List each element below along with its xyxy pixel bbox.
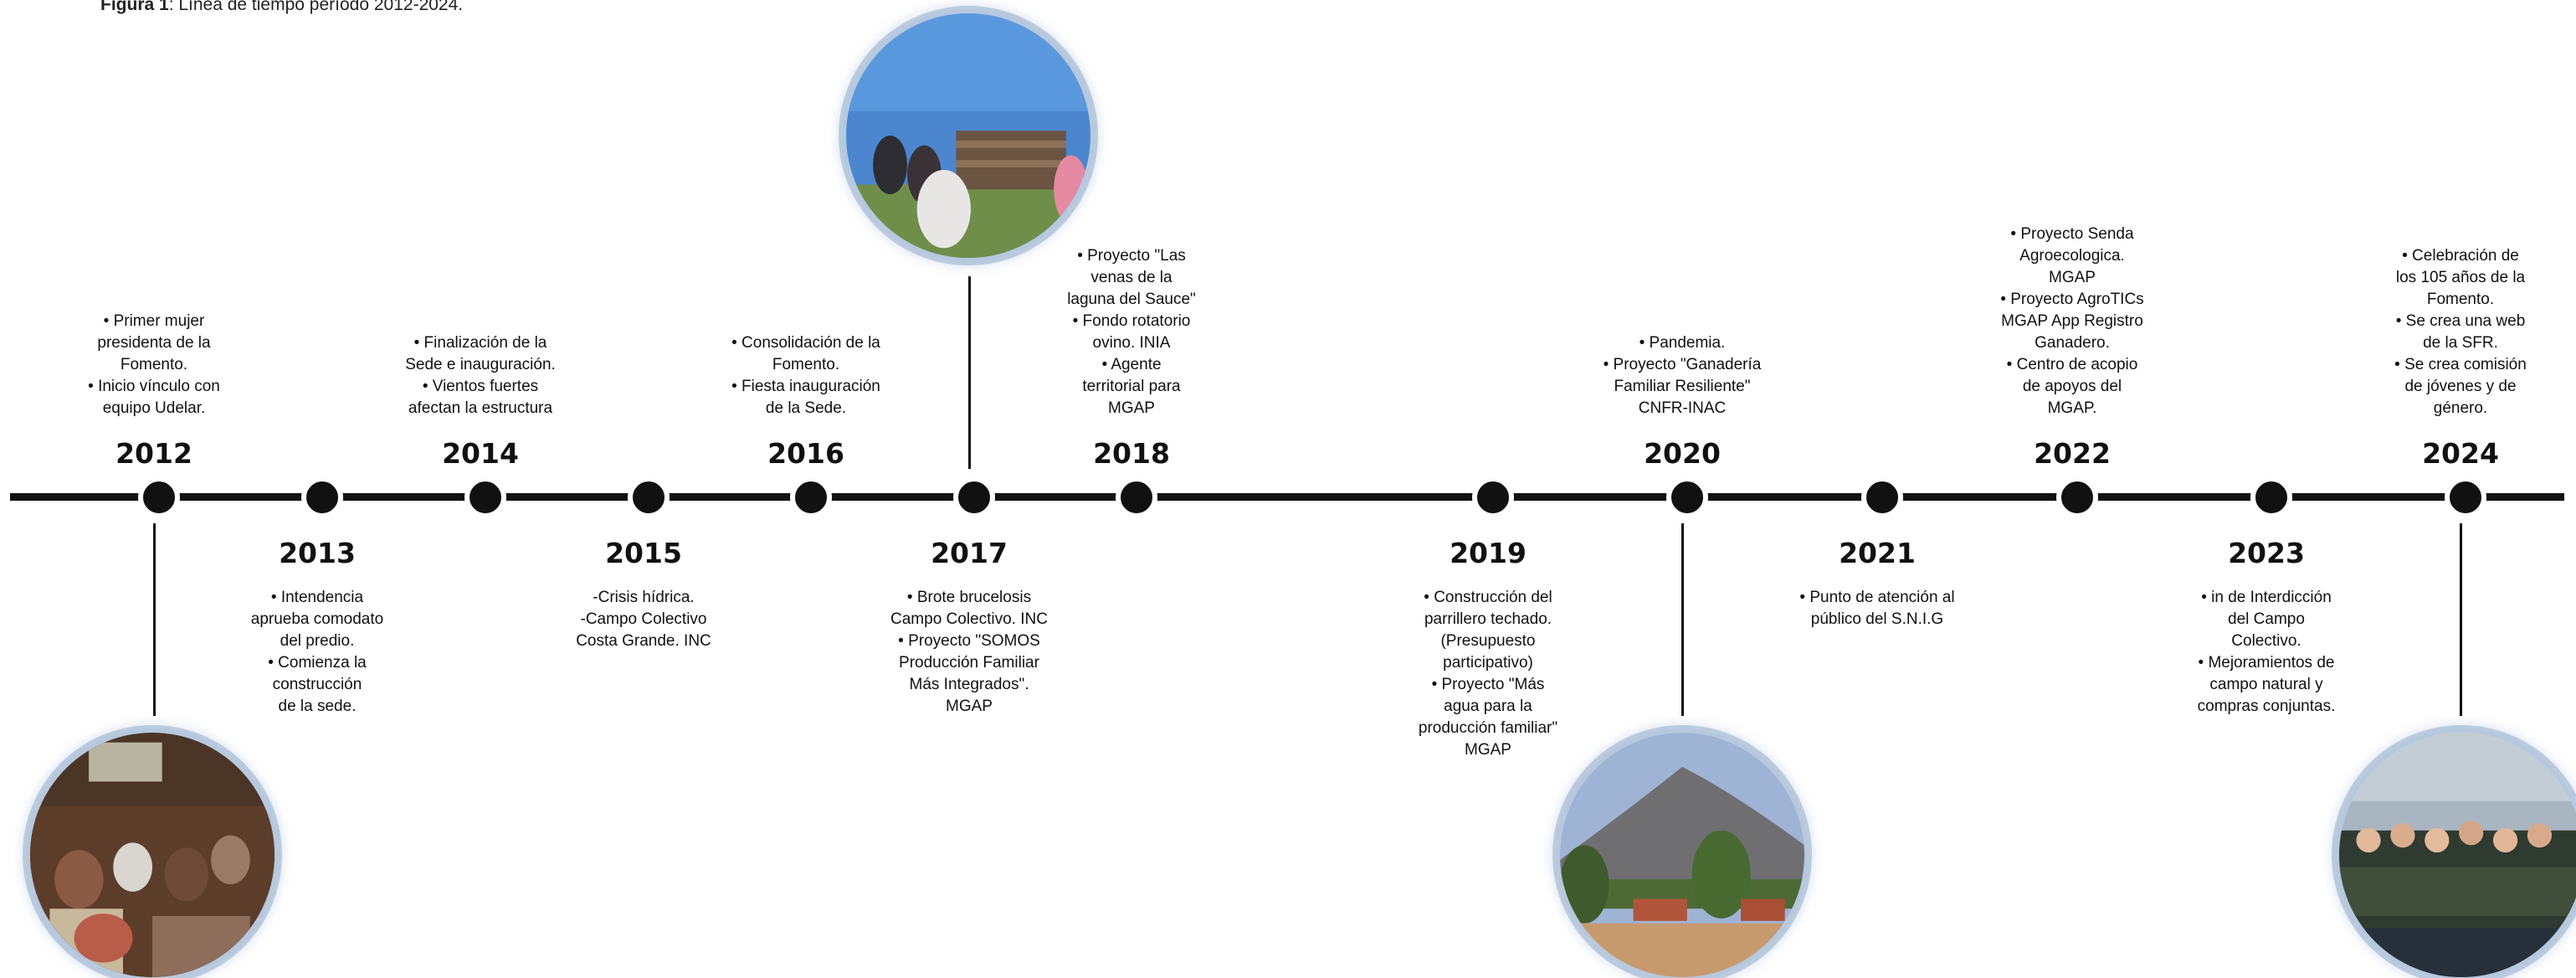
event-text-2012: • Primer mujer presidenta de la Fomento.… (88, 312, 220, 417)
year-label-2016: 2016 (767, 437, 844, 470)
year-label-2018: 2018 (1093, 437, 1170, 470)
year-label-2023: 2023 (2228, 537, 2305, 569)
connector-2020 (1681, 523, 1684, 716)
timeline-node-2023 (2250, 476, 2292, 518)
timeline-axis (10, 493, 2564, 501)
event-text-2016: • Consolidación de la Fomento. • Fiesta … (731, 334, 880, 417)
year-label-2021: 2021 (1839, 537, 1916, 569)
figure-label: Figura 1 (100, 0, 169, 14)
timeline-node-2019 (1472, 476, 1514, 518)
timeline-node-2015 (628, 476, 670, 518)
year-label-2022: 2022 (2034, 437, 2111, 470)
event-text-2022: • Proyecto Senda Agroecologica. MGAP • P… (2000, 225, 2144, 417)
event-text-2017: • Brote brucelosis Campo Colectivo. INC … (890, 589, 1048, 715)
year-label-2017: 2017 (931, 537, 1008, 569)
year-label-2013: 2013 (279, 537, 356, 569)
photo-2020-hill (1560, 733, 1804, 977)
event-text-2018: • Proyecto "Las venas de la laguna del S… (1067, 247, 1196, 417)
photo-2012-meeting (30, 733, 275, 977)
connector-2012 (153, 523, 156, 716)
year-label-2015: 2015 (605, 537, 682, 569)
timeline-node-2016 (790, 476, 832, 518)
timeline-node-2014 (464, 476, 506, 518)
connector-2017 (968, 276, 971, 469)
photo-2024-group (2339, 733, 2576, 977)
connector-2024 (2460, 523, 2462, 716)
timeline-node-2018 (1116, 476, 1157, 518)
timeline-node-2020 (1666, 476, 1708, 518)
event-text-2021: • Punto de atención al público del S.N.I… (1799, 589, 1955, 628)
event-text-2020: • Pandemia. • Proyecto "Ganadería Famili… (1603, 334, 1762, 417)
year-label-2014: 2014 (442, 437, 519, 470)
event-text-2014: • Finalización de la Sede e inauguración… (405, 334, 556, 417)
timeline-node-2024 (2445, 476, 2486, 518)
year-label-2012: 2012 (115, 437, 192, 470)
event-text-2013: • Intendencia aprueba comodato del predi… (250, 589, 384, 715)
timeline-node-2021 (1861, 476, 1903, 518)
photo-2017-corral (846, 13, 1090, 258)
year-label-2024: 2024 (2422, 437, 2499, 470)
timeline-node-2013 (301, 476, 343, 518)
event-text-2023: • in de Interdicción del Campo Colectivo… (2197, 589, 2336, 715)
figure-caption: Figura 1: Línea de tiempo período 2012-2… (100, 0, 463, 15)
year-label-2020: 2020 (1644, 437, 1721, 470)
year-label-2019: 2019 (1450, 537, 1527, 569)
figure-title: : Línea de tiempo período 2012-2024. (168, 0, 464, 14)
timeline-node-2012 (138, 476, 180, 518)
event-text-2024: • Celebración de los 105 años de la Fome… (2394, 247, 2527, 417)
event-text-2019: • Construcción del parrillero techado. (… (1418, 589, 1558, 759)
timeline-node-2022 (2056, 476, 2098, 518)
timeline-node-2017 (953, 476, 995, 518)
event-text-2015: -Crisis hídrica. -Campo Colectivo Costa … (576, 589, 711, 650)
